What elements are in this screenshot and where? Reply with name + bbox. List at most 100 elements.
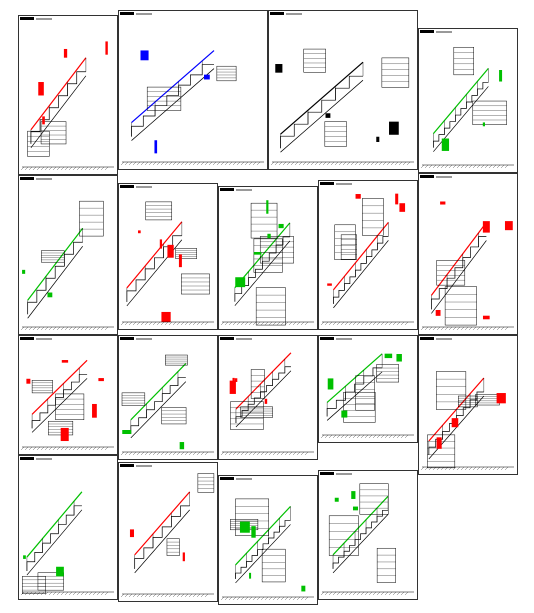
ground-hatch: [236, 321, 241, 326]
ground-hatch: [24, 166, 29, 171]
ground-hatch: [296, 321, 301, 326]
ground-hatch: [248, 596, 253, 601]
accent-mark: [327, 378, 334, 390]
ground-hatch: [376, 321, 381, 326]
ground-hatch: [400, 591, 405, 596]
ground-hatch: [496, 326, 501, 331]
ground-hatch: [394, 161, 399, 166]
ground-hatch: [180, 321, 185, 326]
detail-panel-1: [18, 15, 118, 175]
ground-hatch: [220, 161, 225, 166]
accent-mark: [60, 427, 69, 442]
accent-mark: [440, 201, 446, 205]
ground-hatch: [282, 161, 287, 166]
ground-hatch: [124, 451, 129, 456]
ground-hatch: [228, 161, 233, 166]
ground-hatch: [444, 326, 449, 331]
ground-hatch: [68, 591, 73, 596]
handrail: [134, 491, 191, 556]
ground-hatch: [32, 326, 37, 331]
ground-hatch: [404, 321, 409, 326]
accent-mark: [61, 360, 69, 363]
ground-hatch: [56, 326, 61, 331]
accent-mark: [129, 529, 134, 538]
ground-hatch: [472, 164, 477, 169]
accent-mark: [436, 437, 442, 449]
accent-mark: [22, 269, 26, 274]
ground-hatch: [336, 321, 341, 326]
detail-panel-15: [18, 455, 118, 600]
ground-hatch: [52, 591, 57, 596]
ground-hatch: [164, 451, 169, 456]
ground-hatch: [164, 321, 169, 326]
accent-mark: [355, 194, 361, 199]
accent-mark: [56, 566, 64, 577]
ground-hatch: [464, 466, 469, 471]
ground-hatch: [68, 446, 73, 451]
detail-box: [41, 250, 65, 263]
accent-mark: [105, 41, 108, 55]
ground-hatch: [364, 591, 369, 596]
ground-hatch: [354, 161, 359, 166]
ground-hatch: [244, 596, 249, 601]
ground-hatch: [264, 321, 269, 326]
panel-frame: [418, 335, 518, 475]
ground-hatch: [148, 451, 153, 456]
ground-hatch: [340, 434, 345, 439]
ground-hatch: [224, 596, 229, 601]
ground-hatch: [356, 434, 361, 439]
ground-hatch: [80, 446, 85, 451]
accent-mark: [264, 398, 268, 404]
accent-mark: [23, 555, 26, 559]
ground-hatch: [196, 161, 201, 166]
accent-mark: [395, 193, 399, 205]
ground-hatch: [32, 591, 37, 596]
accent-mark: [98, 378, 104, 382]
accent-mark: [122, 430, 132, 435]
ground-hatch: [444, 164, 449, 169]
ground-hatch: [452, 466, 457, 471]
stair-steps: [134, 505, 190, 569]
ground-hatch: [432, 466, 437, 471]
accent-mark: [496, 393, 506, 404]
detail-box: [216, 65, 237, 82]
ground-hatch: [480, 466, 485, 471]
ground-hatch: [36, 591, 41, 596]
ground-hatch: [104, 446, 109, 451]
ground-hatch: [64, 326, 69, 331]
ground-hatch: [360, 591, 365, 596]
accent-mark: [389, 121, 399, 135]
panels-layer: [18, 10, 518, 605]
ground-hatch: [378, 161, 383, 166]
accent-mark: [435, 309, 441, 316]
stair-steps: [130, 377, 186, 434]
ground-hatch: [104, 591, 109, 596]
ground-hatch: [60, 591, 65, 596]
ground-hatch: [328, 591, 333, 596]
ground-hatch: [456, 164, 461, 169]
ground-hatch: [436, 326, 441, 331]
ground-hatch: [404, 591, 409, 596]
ground-hatch: [32, 446, 37, 451]
ground-hatch: [424, 466, 429, 471]
detail-panel-7: [218, 186, 318, 330]
ground-hatch: [172, 451, 177, 456]
ground-hatch: [48, 591, 53, 596]
detail-box: [48, 420, 74, 436]
ground-hatch: [318, 161, 323, 166]
ground-hatch: [368, 591, 373, 596]
ground-hatch: [264, 451, 269, 456]
panel-title-tag: [120, 337, 134, 340]
panel-frame: [218, 335, 318, 460]
handrail: [26, 491, 83, 558]
ground-hatch: [216, 161, 221, 166]
ground-hatch: [180, 161, 185, 166]
ground-hatch: [80, 166, 85, 171]
ground-hatch: [256, 161, 261, 166]
stair-stringer: [26, 509, 83, 576]
ground-hatch: [352, 591, 357, 596]
ground-hatch: [72, 166, 77, 171]
ground-hatch: [24, 591, 29, 596]
ground-hatch: [256, 451, 261, 456]
ground-hatch: [440, 326, 445, 331]
